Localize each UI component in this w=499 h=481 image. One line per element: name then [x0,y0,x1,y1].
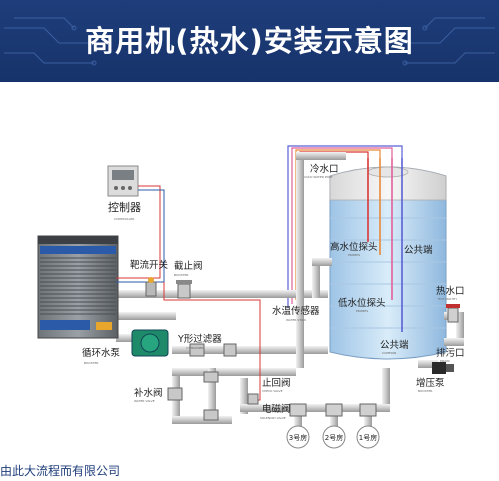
public-end-2-label-en: COMMON [382,351,396,355]
y-strainer-label-en: Y-STRAINER [186,346,203,350]
hot-water-port-label: 热水口 [436,285,465,297]
controller [107,165,139,197]
solenoid-valve-label-en: SOLENOID VALVE [260,416,286,420]
check-valve-label-en: CHECK VALVE [262,389,283,393]
circulation-pump-body [131,329,169,357]
backflow-switch-body [145,277,157,297]
header-banner: 商用机(热水)安装示意图 [0,0,499,82]
booster-pump-label-en: BOOSTER [418,389,432,393]
footer-watermark-text: 由此大流程而有限公司 [0,464,121,478]
room-3-bubble: 3号房 [286,425,310,449]
room-valves [289,403,377,417]
water-tank [329,166,447,360]
booster-pump-label: 增压泵 [416,377,445,389]
booster-pump-body [432,362,454,374]
page-title: 商用机(热水)安装示意图 [85,24,414,58]
circuit-decoration-left [4,17,104,66]
check-valve-body [247,393,259,405]
drain-port-label: 排污口 [436,347,465,359]
shutoff-valve-label-en: BOOSTER [174,273,188,277]
room-1-bubble: 1号房 [356,425,380,449]
circulation-pump-label: 循环水泵 [82,347,121,359]
low-level-probe-label-en: PROBES [356,309,368,313]
y-strainer-body [189,343,237,357]
circulation-pump-label-en: BOOSTER [84,361,98,365]
public-end-2-label: 公共端 [380,339,409,351]
water-temp-sensor-label-en: WATER STICK [286,318,307,322]
room-2-bubble: 2号房 [322,425,346,449]
high-level-probe-label: 高水位探头 [330,241,378,253]
y-strainer-label: Y形过滤器 [177,333,222,345]
cold-water-port-label: 冷水口 [310,163,339,175]
high-level-probe-label-en: PROBES [348,253,360,257]
hot-water-valve [446,304,460,323]
backflow-switch-label: 靶流开关 [130,259,169,271]
hot-water-port-label-en: HOT MOUTH [438,297,457,301]
refill-valve-label: 补水阀 [134,387,163,399]
refill-valve-label-en: WATER VALVE [134,399,155,403]
controller-label-en: CONTROLLER [114,217,134,221]
drain-port-label-en: DRAIN [440,359,449,363]
solenoid-valve-label: 电磁阀 [262,403,291,415]
low-level-probe-label: 低水位探头 [338,297,386,309]
check-valve-label: 止回阀 [262,377,291,389]
shutoff-valve-label: 截止阀 [174,260,203,272]
room-2-label: 2号房 [325,433,343,442]
cold-water-port-label-en: COLD WATER PORT [304,175,333,179]
refill-valve-body [167,371,219,421]
shutoff-valve-body [176,280,192,299]
circuit-decoration-right [395,17,495,66]
diagram-canvas: 控制器 CONTROLLER 靶流开关 截止阀 BOOSTER [37,145,465,449]
room-1-label: 1号房 [359,433,377,442]
public-end-1-label: 公共端 [404,244,433,256]
water-temp-sensor-label: 水温传感器 [272,305,320,317]
room-3-label: 3号房 [289,433,307,442]
installation-diagram: 控制器 CONTROLLER 靶流开关 截止阀 BOOSTER [0,82,499,481]
controller-label: 控制器 [108,200,141,214]
heat-pump-unit [37,235,119,339]
